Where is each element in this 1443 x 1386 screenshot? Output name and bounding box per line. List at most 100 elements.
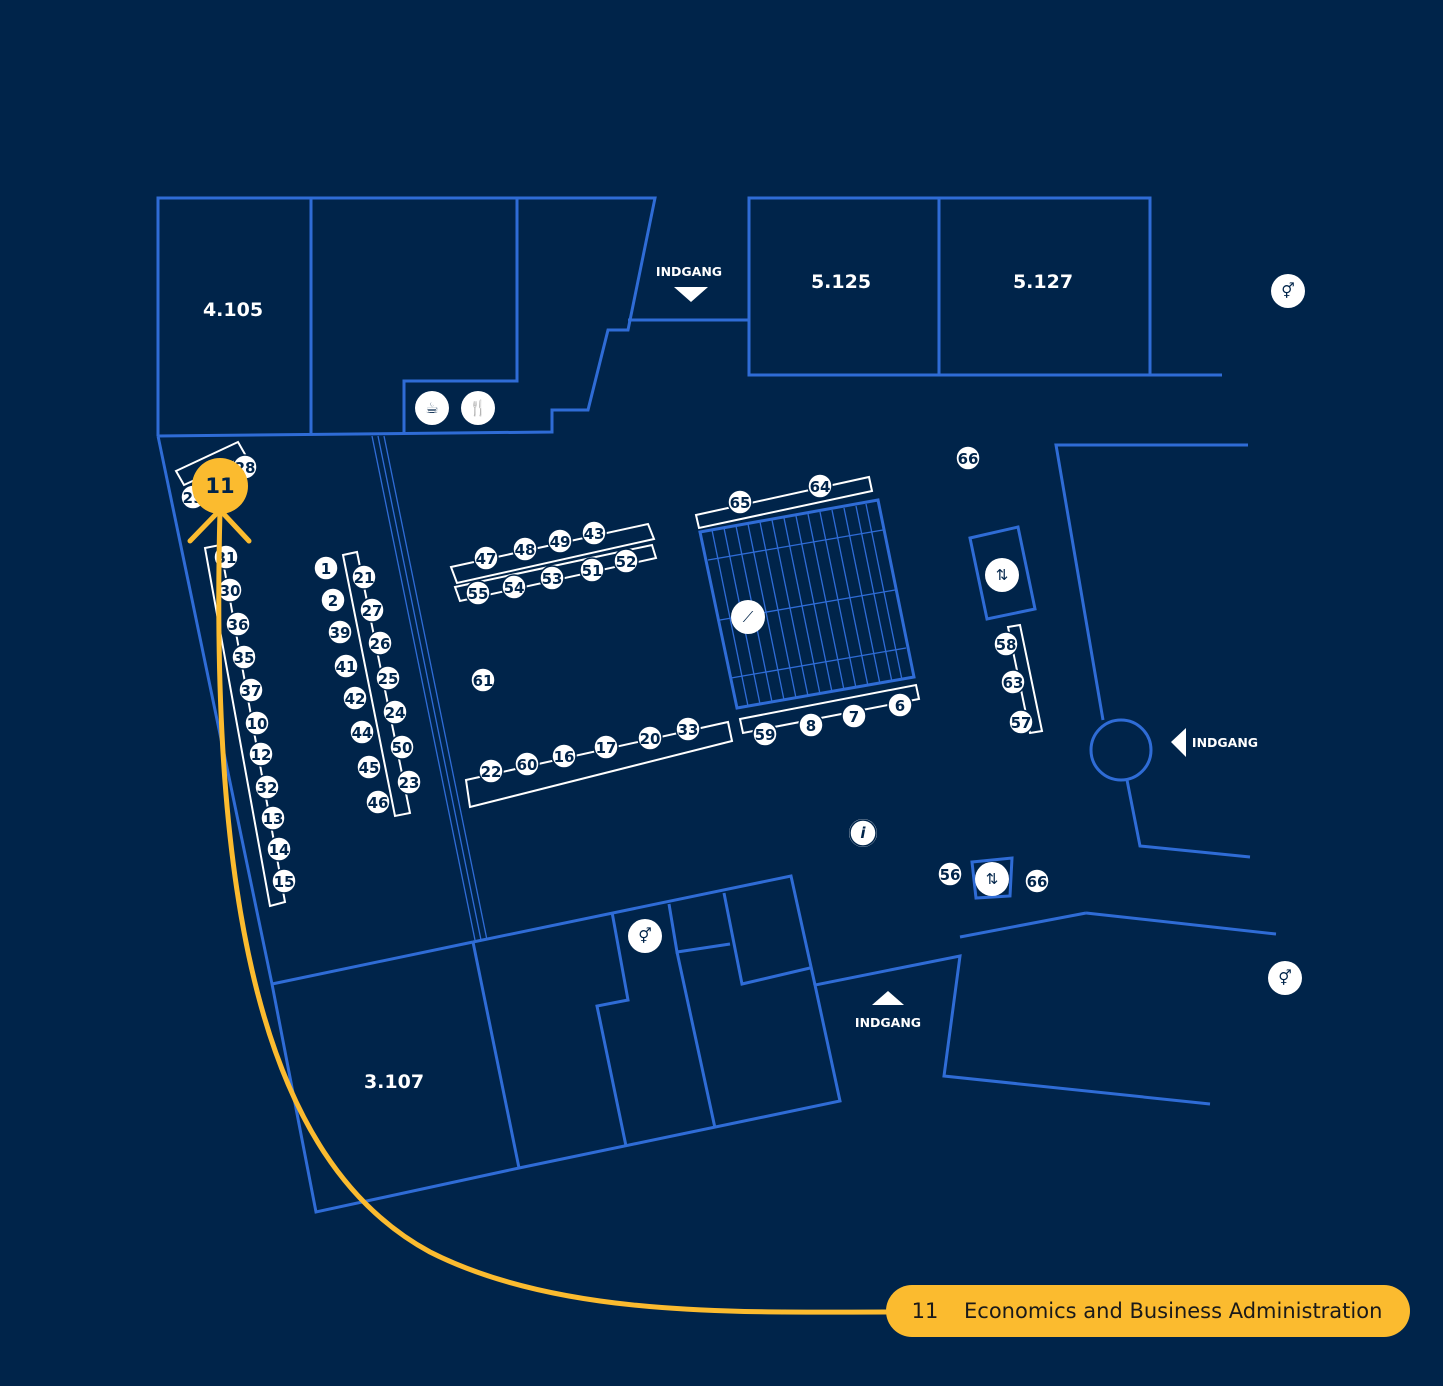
stand-8[interactable]: 8 bbox=[798, 712, 824, 738]
stand-37[interactable]: 37 bbox=[238, 677, 264, 703]
stand-20[interactable]: 20 bbox=[637, 725, 663, 751]
stand-45[interactable]: 45 bbox=[356, 754, 382, 780]
stand-circle[interactable] bbox=[238, 677, 264, 703]
stand-21[interactable]: 21 bbox=[351, 564, 377, 590]
stand-65[interactable]: 65 bbox=[727, 489, 753, 515]
stand-64[interactable]: 64 bbox=[807, 473, 833, 499]
stand-circle[interactable] bbox=[613, 548, 639, 574]
stand-circle[interactable] bbox=[375, 665, 401, 691]
stand-circle[interactable] bbox=[231, 644, 257, 670]
stand-57[interactable]: 57 bbox=[1008, 709, 1034, 735]
stand-48[interactable]: 48 bbox=[512, 536, 538, 562]
stand-circle[interactable] bbox=[593, 734, 619, 760]
stand-60[interactable]: 60 bbox=[514, 751, 540, 777]
stand-circle[interactable] bbox=[993, 631, 1019, 657]
stand-1[interactable]: 1 bbox=[313, 555, 339, 581]
stand-59[interactable]: 59 bbox=[752, 721, 778, 747]
stand-circle[interactable] bbox=[260, 805, 286, 831]
stand-circle[interactable] bbox=[365, 789, 391, 815]
stand-circle[interactable] bbox=[225, 611, 251, 637]
stand-circle[interactable] bbox=[313, 555, 339, 581]
stand-circle[interactable] bbox=[254, 774, 280, 800]
stand-circle[interactable] bbox=[579, 557, 605, 583]
stand-43[interactable]: 43 bbox=[581, 520, 607, 546]
stand-circle[interactable] bbox=[333, 653, 359, 679]
stand-7[interactable]: 7 bbox=[841, 703, 867, 729]
stand-circle[interactable] bbox=[727, 489, 753, 515]
stand-circle[interactable] bbox=[501, 574, 527, 600]
stand-22[interactable]: 22 bbox=[478, 758, 504, 784]
stand-circle[interactable] bbox=[937, 861, 963, 887]
stand-16[interactable]: 16 bbox=[551, 743, 577, 769]
stand-56[interactable]: 56 bbox=[937, 861, 963, 887]
stand-circle[interactable] bbox=[551, 743, 577, 769]
stand-35[interactable]: 35 bbox=[231, 644, 257, 670]
stand-14[interactable]: 14 bbox=[266, 836, 292, 862]
stand-circle[interactable] bbox=[359, 597, 385, 623]
stand-circle[interactable] bbox=[473, 545, 499, 571]
stand-circle[interactable] bbox=[349, 719, 375, 745]
stand-23[interactable]: 23 bbox=[396, 769, 422, 795]
stand-27[interactable]: 27 bbox=[359, 597, 385, 623]
stand-15[interactable]: 15 bbox=[271, 868, 297, 894]
stand-39[interactable]: 39 bbox=[327, 619, 353, 645]
stand-61[interactable]: 61 bbox=[470, 667, 496, 693]
stand-circle[interactable] bbox=[320, 587, 346, 613]
stand-circle[interactable] bbox=[1008, 709, 1034, 735]
stand-66[interactable]: 66 bbox=[1024, 868, 1050, 894]
stand-30[interactable]: 30 bbox=[217, 577, 243, 603]
stand-51[interactable]: 51 bbox=[579, 557, 605, 583]
stand-55[interactable]: 55 bbox=[465, 580, 491, 606]
stand-46[interactable]: 46 bbox=[365, 789, 391, 815]
stand-circle[interactable] bbox=[248, 741, 274, 767]
stand-41[interactable]: 41 bbox=[333, 653, 359, 679]
stand-66[interactable]: 66 bbox=[955, 445, 981, 471]
stand-33[interactable]: 33 bbox=[675, 716, 701, 742]
stand-circle[interactable] bbox=[470, 667, 496, 693]
stand-36[interactable]: 36 bbox=[225, 611, 251, 637]
stand-circle[interactable] bbox=[1024, 868, 1050, 894]
stand-circle[interactable] bbox=[396, 769, 422, 795]
stand-54[interactable]: 54 bbox=[501, 574, 527, 600]
stand-circle[interactable] bbox=[1000, 669, 1026, 695]
stand-53[interactable]: 53 bbox=[539, 565, 565, 591]
stand-circle[interactable] bbox=[382, 699, 408, 725]
stand-63[interactable]: 63 bbox=[1000, 669, 1026, 695]
stand-circle[interactable] bbox=[271, 868, 297, 894]
stand-17[interactable]: 17 bbox=[593, 734, 619, 760]
stand-circle[interactable] bbox=[514, 751, 540, 777]
stand-circle[interactable] bbox=[581, 520, 607, 546]
stand-circle[interactable] bbox=[675, 716, 701, 742]
stand-circle[interactable] bbox=[327, 619, 353, 645]
stand-13[interactable]: 13 bbox=[260, 805, 286, 831]
stand-circle[interactable] bbox=[351, 564, 377, 590]
stand-50[interactable]: 50 bbox=[389, 734, 415, 760]
stand-circle[interactable] bbox=[798, 712, 824, 738]
stand-6[interactable]: 6 bbox=[887, 692, 913, 718]
stand-58[interactable]: 58 bbox=[993, 631, 1019, 657]
stand-circle[interactable] bbox=[887, 692, 913, 718]
stand-circle[interactable] bbox=[637, 725, 663, 751]
stand-24[interactable]: 24 bbox=[382, 699, 408, 725]
stand-12[interactable]: 12 bbox=[248, 741, 274, 767]
stand-10[interactable]: 10 bbox=[244, 710, 270, 736]
stand-circle[interactable] bbox=[539, 565, 565, 591]
stand-44[interactable]: 44 bbox=[349, 719, 375, 745]
stand-circle[interactable] bbox=[356, 754, 382, 780]
stand-circle[interactable] bbox=[389, 734, 415, 760]
stand-49[interactable]: 49 bbox=[547, 528, 573, 554]
stand-52[interactable]: 52 bbox=[613, 548, 639, 574]
stand-2[interactable]: 2 bbox=[320, 587, 346, 613]
stand-26[interactable]: 26 bbox=[367, 630, 393, 656]
stand-47[interactable]: 47 bbox=[473, 545, 499, 571]
stand-circle[interactable] bbox=[266, 836, 292, 862]
stand-25[interactable]: 25 bbox=[375, 665, 401, 691]
stand-circle[interactable] bbox=[841, 703, 867, 729]
stand-42[interactable]: 42 bbox=[342, 685, 368, 711]
stand-circle[interactable] bbox=[512, 536, 538, 562]
stand-circle[interactable] bbox=[752, 721, 778, 747]
stand-circle[interactable] bbox=[465, 580, 491, 606]
stand-circle[interactable] bbox=[955, 445, 981, 471]
stand-circle[interactable] bbox=[342, 685, 368, 711]
selected-stand-legend[interactable]: 11 Economics and Business Administration bbox=[886, 1285, 1410, 1337]
